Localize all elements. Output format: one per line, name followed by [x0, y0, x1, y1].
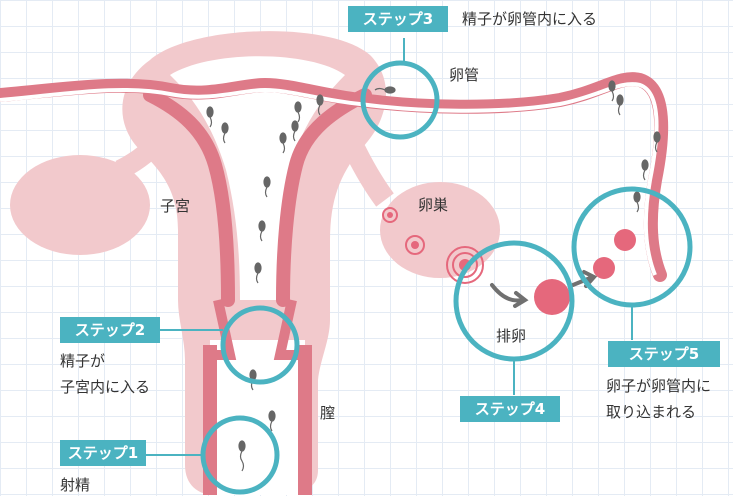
step3-label: ステップ3 [348, 6, 448, 32]
tube-label: 卵管 [449, 64, 479, 86]
step2-description: 子宮内に入る [60, 376, 150, 398]
uterus-label: 子宮 [160, 195, 190, 217]
step5-description: 取り込まれる [606, 401, 696, 423]
step5-description: 卵子が卵管内に [606, 375, 711, 397]
egg-icon [534, 279, 570, 315]
ovulation-label: 排卵 [496, 325, 526, 347]
vagina-label: 膣 [320, 402, 335, 424]
egg-icon [614, 229, 636, 251]
step4-label: ステップ4 [460, 396, 560, 422]
step5-label: ステップ5 [608, 341, 720, 367]
egg-icon [593, 257, 615, 279]
step1-description: 射精 [60, 474, 90, 496]
step2-description: 精子が [60, 350, 105, 372]
step3-description: 精子が卵管内に入る [462, 8, 597, 30]
step1-label: ステップ1 [60, 440, 146, 466]
step2-label: ステップ2 [60, 317, 160, 343]
ovary-label: 卵巣 [418, 194, 448, 216]
